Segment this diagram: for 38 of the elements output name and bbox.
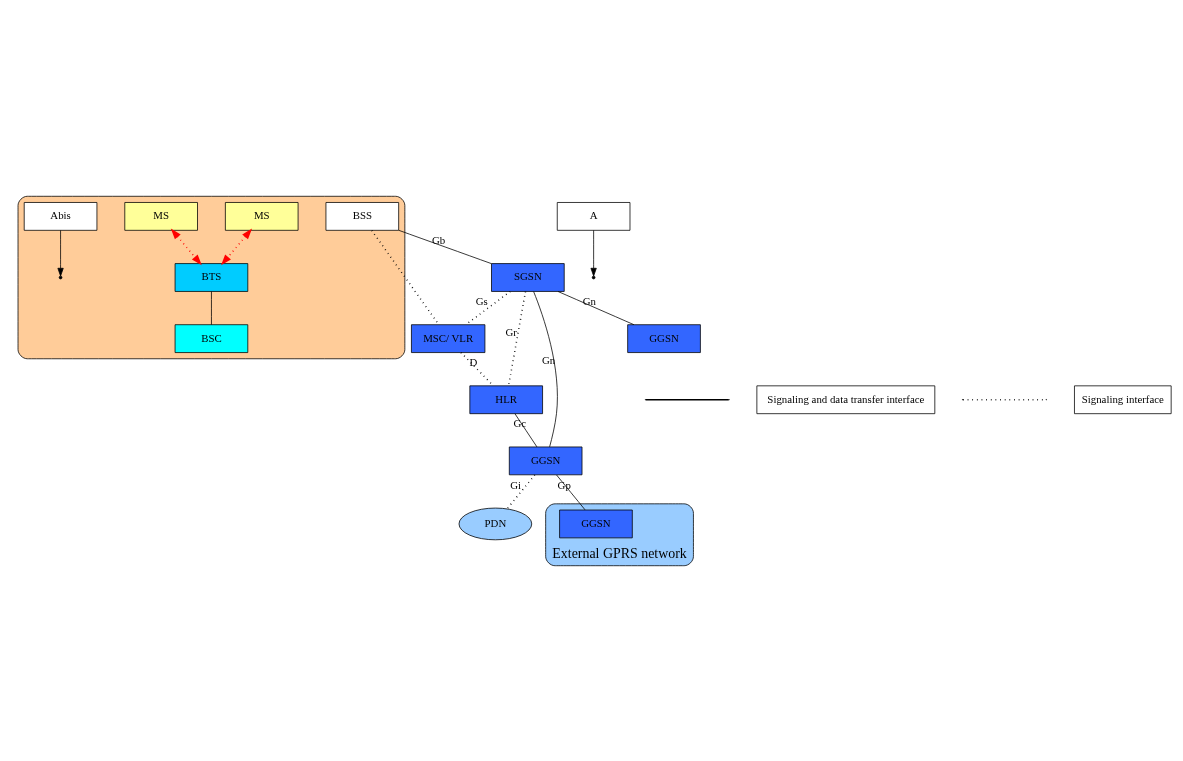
- cluster: [17, 195, 406, 359]
- edge-label: Gn: [582, 294, 597, 307]
- legend-label: Signaling interface: [1081, 392, 1164, 405]
- node-box: A: [556, 201, 631, 231]
- edge-label: Gp: [557, 478, 571, 491]
- legend-label: Signaling and data transfer interface: [767, 392, 925, 405]
- node-box: GGSN: [559, 509, 633, 538]
- node-box: BSC: [174, 323, 249, 353]
- edge-label: Gc: [513, 416, 527, 429]
- connector: [557, 290, 635, 325]
- edge-label: Gb: [431, 233, 446, 246]
- edge-label: Gi: [510, 478, 522, 491]
- arrow: [170, 228, 202, 265]
- node-ellipse: PDN: [458, 507, 533, 540]
- node-box: MS: [224, 201, 299, 231]
- edge-label: Gn: [541, 353, 556, 366]
- node-box: BTS: [174, 262, 249, 292]
- edge-label: Gr: [505, 325, 517, 338]
- arrow: [221, 228, 253, 265]
- connector: [398, 229, 492, 264]
- node-box: MS: [124, 201, 198, 231]
- arrow: [590, 229, 597, 276]
- connector: [211, 290, 212, 325]
- arrow: [57, 229, 64, 276]
- node-box: BSS: [325, 201, 400, 231]
- connector: [514, 412, 538, 447]
- connector: [465, 290, 511, 325]
- node-box: GGSN: [508, 446, 583, 475]
- node-box: HLR: [469, 384, 543, 414]
- edge-label: Gs: [475, 294, 488, 307]
- connector: [556, 474, 586, 510]
- edge-label: D: [469, 355, 478, 368]
- node-box: SGSN: [491, 262, 565, 292]
- node-box: MSC/ VLR: [411, 323, 486, 353]
- connector: [506, 473, 536, 510]
- connector: [533, 290, 558, 447]
- node-box: GGSN: [627, 323, 701, 353]
- node-box: Abis: [23, 201, 98, 231]
